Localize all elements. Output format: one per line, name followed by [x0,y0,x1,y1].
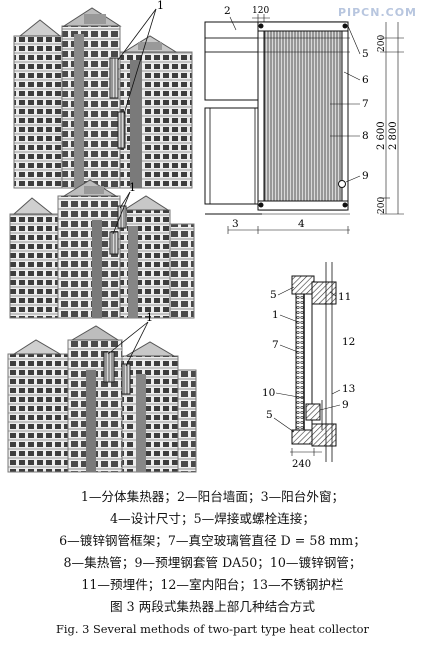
figure-title-en: Fig. 3 Several methods of two-part type … [56,622,369,636]
callout-9-sec: 9 [342,399,349,411]
callout-7: 7 [362,98,369,110]
callout-11: 11 [338,291,351,303]
callout-5-sec-bottom: 5 [266,409,273,421]
callout-1-top: 1 [117,0,164,115]
callout-5-elev: 5 [362,48,369,60]
svg-text:1: 1 [146,311,153,324]
callout-5-sec-top: 5 [270,289,277,301]
dim-240: 240 [292,459,311,470]
watermark-logo: PIPCN.COM [337,6,417,19]
callout-1-middle: 1 [112,181,136,235]
legend-line-4: 8—集热管；9—预埋钢套管 DA50；10—镀锌钢管； [63,555,362,570]
legend-line-5: 11—预埋件；12—室内阳台；13—不锈钢护栏 [81,577,344,592]
callout-12: 12 [342,336,355,348]
svg-text:1: 1 [129,181,136,194]
callout-6: 6 [362,74,369,86]
callout-1-bottom: 1 [107,311,153,367]
building-render-1 [13,7,193,189]
figure-caption: 1—分体集热器；2—阳台墙面；3—阳台外窗； 4—设计尺寸；5—焊接或螺栓连接；… [0,486,425,640]
callout-8: 8 [362,130,369,142]
callout-3: 3 [232,218,239,230]
section-drawing: 240 5 11 1 7 12 10 13 9 5 [262,262,355,470]
dim-2600: 2 600 [376,121,387,150]
legend-line-3: 6—镀锌钢管框架；7—真空玻璃管直径 D = 58 mm； [59,533,366,548]
building-render-3 [7,325,197,473]
dim-120: 120 [252,6,269,16]
elevation-drawing: 120 3 4 2 5 6 7 8 9 200 2 600 2 800 200 [204,5,404,234]
dim-200-top: 200 [377,35,387,52]
callout-13: 13 [342,383,355,395]
svg-text:1: 1 [157,0,164,12]
figure-drawing: 1 1 1 [7,0,404,473]
callout-1-sec: 1 [272,309,279,321]
callout-9-elev: 9 [362,170,369,182]
building-render-2 [9,179,195,319]
callout-2: 2 [224,5,231,17]
legend-line-2: 4—设计尺寸；5—焊接或螺栓连接； [110,511,315,526]
dim-2800: 2 800 [388,121,399,150]
callout-7-sec: 7 [272,339,279,351]
figure-title-cn: 图 3 两段式集热器上部几种结合方式 [110,599,315,614]
callout-10: 10 [262,387,275,399]
legend-line-1: 1—分体集热器；2—阳台墙面；3—阳台外窗； [80,489,345,504]
dim-200-bottom: 200 [377,197,387,214]
callout-4: 4 [298,218,305,230]
